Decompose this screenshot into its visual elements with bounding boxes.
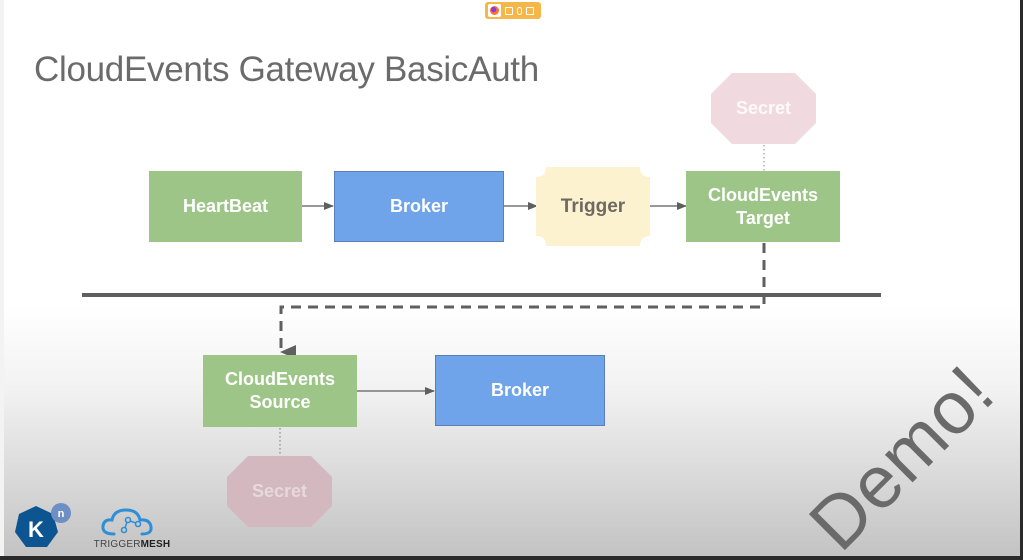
secret-node-top[interactable]: Secret: [711, 73, 816, 144]
cloudevents-target-node[interactable]: CloudEvents Target: [686, 171, 840, 242]
source-label-line1: CloudEvents: [224, 369, 335, 389]
secret-octagon-bottom: [227, 456, 332, 527]
secret-node-bottom[interactable]: Secret: [227, 456, 332, 527]
firefox-icon: [488, 4, 501, 17]
cross-cluster-dashed-arrow: [279, 243, 766, 359]
browser-sharing-indicator[interactable]: [485, 2, 541, 19]
triggermesh-word-mesh: MESH: [140, 539, 171, 550]
knative-logo: K n: [13, 503, 75, 555]
source-label-line2: Source: [249, 392, 311, 412]
screen-share-icon: [526, 6, 534, 15]
secret-label-top: Secret: [735, 98, 792, 118]
target-label-line2: Target: [736, 207, 790, 228]
heartbeat-node[interactable]: HeartBeat: [149, 171, 302, 242]
microphone-icon: [517, 6, 522, 15]
slide-title: CloudEvents Gateway BasicAuth: [34, 50, 539, 89]
knative-letter: K: [28, 517, 44, 542]
camera-icon: [505, 6, 513, 15]
broker-node-bottom[interactable]: Broker: [435, 355, 605, 426]
triggermesh-logo: TRIGGERMESH: [86, 504, 178, 554]
trigger-shape: [536, 167, 650, 246]
window-right-border: [1020, 0, 1023, 560]
cloudevents-source-node[interactable]: CloudEvents Source: [203, 355, 357, 427]
trigger-label: Trigger: [560, 195, 626, 217]
trigger-node[interactable]: Trigger: [536, 167, 650, 246]
secret-octagon-top: [711, 73, 816, 144]
slide-left-edge: [0, 0, 4, 556]
window-bottom-border: [0, 556, 1023, 560]
triggermesh-cloud-icon: [101, 508, 153, 536]
triggermesh-wordmark: TRIGGERMESH: [86, 539, 178, 550]
secret-label-bottom: Secret: [251, 481, 308, 501]
knative-heptagon-icon: K n: [15, 503, 71, 547]
triggermesh-word-trigger: TRIGGER: [93, 539, 141, 550]
target-label-line1: CloudEvents: [707, 184, 818, 205]
broker-label-top: Broker: [389, 196, 449, 216]
broker-node-top[interactable]: Broker: [334, 171, 504, 242]
heartbeat-label: HeartBeat: [182, 196, 269, 216]
broker-label-bottom: Broker: [490, 380, 550, 400]
knative-superscript: n: [58, 508, 65, 520]
